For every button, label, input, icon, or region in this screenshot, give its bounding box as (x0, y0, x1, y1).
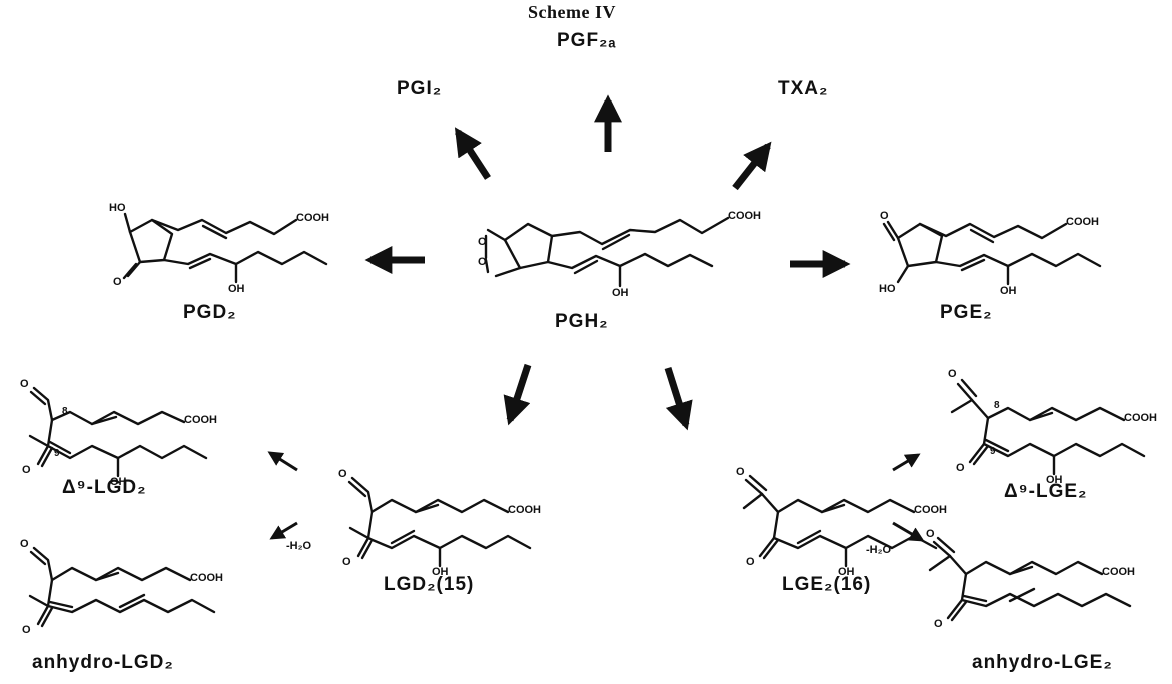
pgd2-oh: OH (228, 283, 245, 295)
label-txa2: TXA₂ (778, 78, 829, 99)
pge2-ho: HO (879, 283, 896, 295)
d9-lgd2-c8: 8 (62, 406, 68, 417)
d9-lge2-structure (950, 378, 1146, 476)
arrow-to-d9lgd2 (267, 451, 298, 472)
lgd2-oh: OH (432, 566, 449, 578)
label-lge2: LGE₂(16) (782, 574, 872, 595)
d9-lgd2-cooh: COOH (184, 414, 217, 426)
arrow-to-txa2 (732, 141, 772, 191)
lgd2-o-ket: O (342, 556, 351, 568)
d9-lge2-oh: OH (1046, 474, 1063, 486)
label-pge2: PGE₂ (940, 302, 993, 323)
pgh2-o-bottom: O (478, 256, 487, 268)
anhydro-lgd2-o-ald: O (20, 538, 29, 550)
label-pgf2a: PGF₂ₐ (557, 30, 617, 51)
d9-lgd2-o-ket: O (22, 464, 31, 476)
lge2-o-ald: O (746, 556, 755, 568)
anhydro-lge2-o-ket: O (926, 528, 935, 540)
arrow-to-pgi2 (454, 127, 491, 180)
arrow-to-anhydro-lgd2 (269, 521, 298, 540)
d9-lgd2-c9: 9 (54, 448, 60, 459)
d9-lgd2-o-ald: O (20, 378, 29, 390)
pgh2-o-top: O (478, 236, 487, 248)
minus-h2o-left: -H₂O (286, 540, 312, 552)
pge2-o: O (880, 210, 889, 222)
anhydro-lge2-cooh: COOH (1102, 566, 1135, 578)
lge2-oh: OH (838, 566, 855, 578)
d9-lgd2-structure (28, 386, 208, 478)
heavy-arrows (364, 94, 851, 431)
small-arrows (267, 451, 925, 542)
d9-lge2-cooh: COOH (1124, 412, 1157, 424)
minus-h2o-right: -H₂O (866, 544, 892, 556)
label-lgd2: LGD₂(15) (384, 574, 475, 595)
anhydro-lgd2-structure (28, 546, 216, 628)
label-d9-lgd2: Δ⁹-LGD₂ (62, 477, 147, 498)
d9-lge2-o-ket: O (948, 368, 957, 380)
arrow-to-lgd2 (503, 363, 532, 426)
d9-lge2-o-ald: O (956, 462, 965, 474)
scheme-title: Scheme IV (528, 2, 616, 22)
pgd2-structure (122, 212, 328, 284)
d9-lge2-c9: 9 (990, 446, 996, 457)
d9-lge2-c8: 8 (994, 400, 1000, 411)
label-pgd2: PGD₂ (183, 302, 237, 323)
pge2-cooh: COOH (1066, 216, 1099, 228)
lgd2-o-ald: O (338, 468, 347, 480)
arrow-to-lge2 (664, 366, 693, 431)
lgd2-cooh: COOH (508, 504, 541, 516)
pge2-oh: OH (1000, 285, 1017, 297)
anhydro-lgd2-cooh: COOH (190, 572, 223, 584)
lge2-o-ket: O (736, 466, 745, 478)
label-anhydro-lge2: anhydro-LGE₂ (972, 652, 1113, 673)
anhydro-lge2-structure (928, 536, 1132, 622)
label-pgi2: PGI₂ (397, 78, 443, 99)
pgd2-o: O (113, 276, 122, 288)
anhydro-lgd2-o-ket: O (22, 624, 31, 636)
lge2-cooh: COOH (914, 504, 947, 516)
pgh2-oh: OH (612, 287, 629, 299)
pgd2-ho: HO (109, 202, 126, 214)
pgd2-cooh: COOH (296, 212, 329, 224)
pge2-structure (882, 220, 1102, 286)
pgh2-structure (484, 216, 730, 288)
label-d9-lge2: Δ⁹-LGE₂ (1004, 481, 1088, 502)
label-anhydro-lgd2: anhydro-LGD₂ (32, 652, 174, 673)
lgd2-structure (347, 476, 532, 568)
lge2-structure (742, 474, 938, 568)
arrow-to-d9lge2 (892, 453, 921, 472)
label-pgh2: PGH₂ (555, 311, 609, 332)
d9-lgd2-oh: OH (110, 476, 127, 488)
anhydro-lge2-o-ald: O (934, 618, 943, 630)
pgh2-cooh: COOH (728, 210, 761, 222)
